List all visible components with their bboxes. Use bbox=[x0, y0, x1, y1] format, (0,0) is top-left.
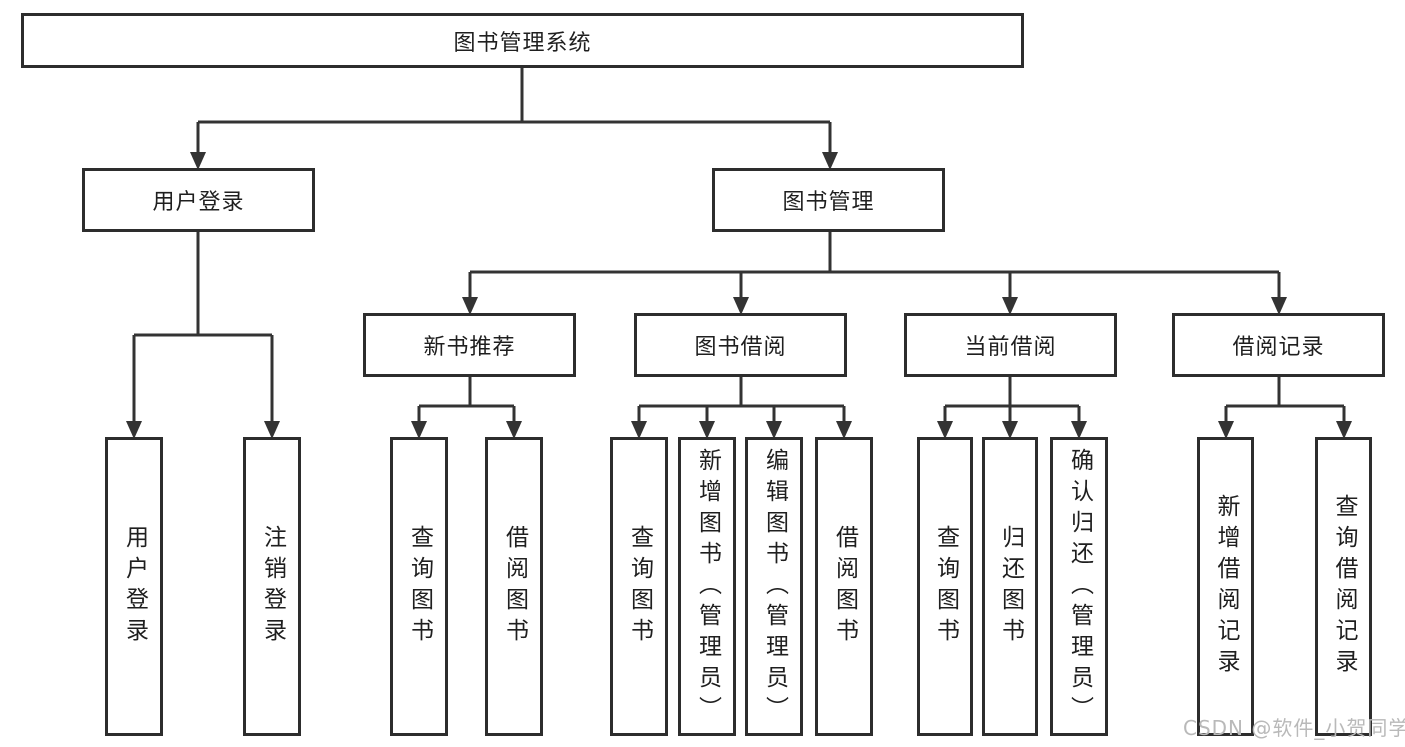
node-current-borrowing: 当前借阅 bbox=[904, 313, 1117, 377]
leaf-confirm-return-admin: 确认归还（管理员） bbox=[1050, 437, 1108, 736]
node-book-borrowing: 图书借阅 bbox=[634, 313, 847, 377]
node-book-management: 图书管理 bbox=[712, 168, 945, 232]
leaf-query-books-borrowing: 查询图书 bbox=[610, 437, 668, 736]
leaf-add-borrow-record: 新增借阅记录 bbox=[1197, 437, 1254, 736]
node-library-management-system: 图书管理系统 bbox=[21, 13, 1024, 68]
leaf-query-borrow-record: 查询借阅记录 bbox=[1315, 437, 1372, 736]
node-new-book-recommend: 新书推荐 bbox=[363, 313, 576, 377]
leaf-borrow-books-recommend: 借阅图书 bbox=[485, 437, 543, 736]
leaf-add-books-admin: 新增图书（管理员） bbox=[678, 437, 736, 736]
leaf-return-books: 归还图书 bbox=[982, 437, 1038, 736]
node-borrowing-records: 借阅记录 bbox=[1172, 313, 1385, 377]
leaf-query-books-current: 查询图书 bbox=[917, 437, 973, 736]
leaf-query-books-recommend: 查询图书 bbox=[390, 437, 448, 736]
leaf-user-login: 用户登录 bbox=[105, 437, 163, 736]
node-user-login: 用户登录 bbox=[82, 168, 315, 232]
leaf-logout: 注销登录 bbox=[243, 437, 301, 736]
watermark: CSDN @软件_小贺同学 bbox=[1183, 716, 1405, 740]
leaf-edit-books-admin: 编辑图书（管理员） bbox=[745, 437, 803, 736]
leaf-borrow-books-borrowing: 借阅图书 bbox=[815, 437, 873, 736]
